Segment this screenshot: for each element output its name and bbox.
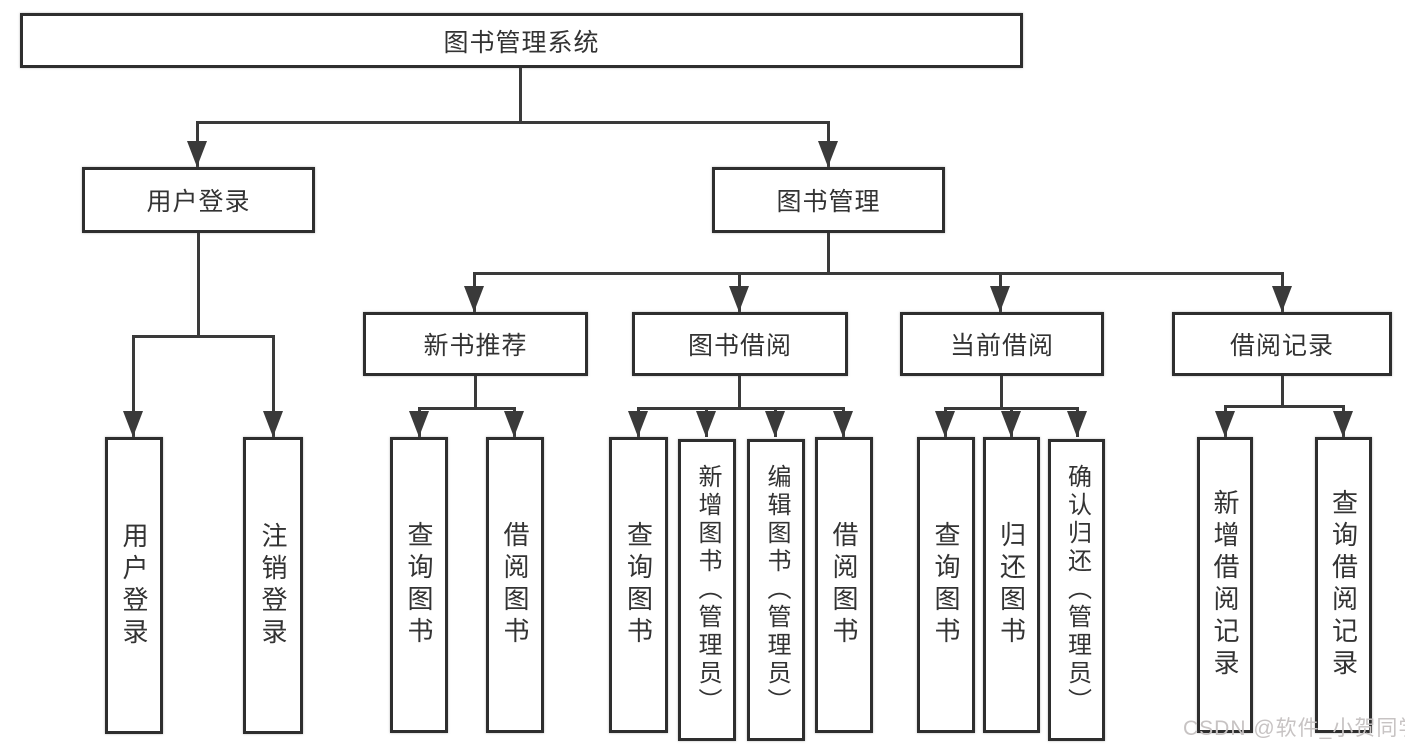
leaf-label: 用户登录 (119, 521, 149, 650)
connector-borrowing-records-bus (1224, 405, 1344, 408)
leaf-label: 归还图书 (996, 521, 1027, 649)
connector-book-borrowing-stem (738, 376, 741, 409)
arrow-down-icon (628, 411, 648, 437)
arrow-down-icon (935, 411, 955, 437)
arrow-down-icon (187, 141, 207, 167)
arrow-down-icon (990, 286, 1010, 312)
node-user-login: 用户登录 (82, 167, 315, 233)
arrow-down-icon (263, 411, 283, 437)
node-borrowing-records: 借阅记录 (1172, 312, 1392, 376)
node-label: 用户登录 (146, 188, 251, 216)
node-label: 借阅记录 (1229, 332, 1334, 360)
arrow-down-icon (729, 286, 749, 312)
leaf-label: 注销登录 (258, 521, 288, 650)
arrow-down-icon (696, 411, 716, 437)
leaf-label: 查询借阅记录 (1328, 489, 1359, 681)
leaf-borrow-books-recommend: 借阅图书 (486, 437, 544, 733)
node-library-system: 图书管理系统 (20, 13, 1023, 68)
leaf-label: 查询图书 (623, 521, 654, 649)
arrow-down-icon (1333, 411, 1353, 437)
node-book-borrowing: 图书借阅 (632, 312, 848, 376)
connector-current-borrowing-stem (1000, 376, 1003, 409)
node-label: 图书管理系统 (443, 28, 600, 57)
csdn-watermark: CSDN @软件_小贺同学 (1183, 717, 1405, 740)
connector-user-login-bus (132, 335, 274, 338)
connector-book-management-stem (827, 233, 830, 275)
connector-user-login-stem (197, 233, 200, 337)
arrow-down-icon (765, 411, 785, 437)
leaf-label: 借阅图书 (829, 521, 859, 649)
leaf-return-books: 归还图书 (983, 437, 1040, 733)
connector-level3-bus (473, 272, 1284, 275)
leaf-label: 新增借阅记录 (1210, 489, 1240, 681)
connector-root-stem (519, 68, 522, 124)
leaf-add-borrow-record: 新增借阅记录 (1197, 437, 1253, 733)
node-current-borrowing: 当前借阅 (900, 312, 1104, 376)
arrow-down-icon (1001, 411, 1021, 437)
node-label: 当前借阅 (949, 332, 1054, 360)
leaf-confirm-return-admin: 确认归还（管理员） (1048, 439, 1105, 741)
node-label: 图书借阅 (687, 332, 792, 360)
arrow-down-icon (409, 411, 429, 437)
arrow-down-icon (833, 411, 853, 437)
leaf-logout: 注销登录 (243, 437, 303, 734)
leaf-label: 查询图书 (931, 521, 961, 649)
node-book-management: 图书管理 (712, 167, 945, 233)
arrow-down-icon (1067, 411, 1087, 437)
leaf-label: 新增图书（管理员） (694, 464, 721, 716)
arrow-down-icon (1272, 286, 1292, 312)
leaf-borrow-books: 借阅图书 (815, 437, 873, 733)
arrow-down-icon (123, 411, 143, 437)
node-label: 图书管理 (776, 188, 881, 216)
arrow-down-icon (818, 141, 838, 167)
leaf-label: 借阅图书 (500, 521, 530, 649)
leaf-label: 编辑图书（管理员） (763, 464, 790, 716)
connector-new-book-stem (474, 376, 477, 409)
connector-book-borrowing-bus (637, 407, 844, 410)
leaf-label: 确认归还（管理员） (1063, 464, 1091, 716)
leaf-query-books-current: 查询图书 (917, 437, 975, 733)
leaf-user-login: 用户登录 (105, 437, 163, 734)
connector-drop-login-leaf (132, 335, 135, 437)
arrow-down-icon (464, 286, 484, 312)
arrow-down-icon (504, 411, 524, 437)
node-new-book-recommendation: 新书推荐 (363, 312, 588, 376)
arrow-down-icon (1215, 411, 1235, 437)
leaf-add-books-admin: 新增图书（管理员） (678, 439, 736, 741)
leaf-query-books-borrow: 查询图书 (609, 437, 668, 733)
connector-level2-bus (196, 121, 830, 124)
connector-new-book-bus (418, 407, 516, 410)
leaf-query-borrow-record: 查询借阅记录 (1315, 437, 1372, 733)
connector-borrowing-records-stem (1281, 376, 1284, 407)
node-label: 新书推荐 (423, 332, 528, 360)
leaf-query-books-recommend: 查询图书 (390, 437, 448, 733)
leaf-edit-books-admin: 编辑图书（管理员） (747, 439, 805, 741)
connector-drop-logout-leaf (272, 335, 275, 437)
leaf-label: 查询图书 (404, 521, 434, 649)
